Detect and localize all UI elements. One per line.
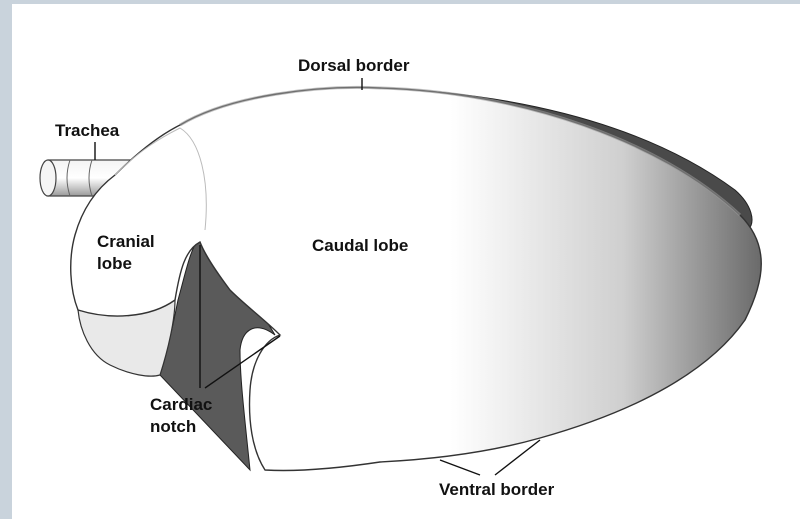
cardiac-notch-label: Cardiac notch (150, 394, 212, 438)
ventral-border-label: Ventral border (439, 479, 554, 501)
trachea-label: Trachea (55, 120, 119, 142)
cranial-lobe-label-line1: Cranial (97, 231, 155, 253)
dorsal-border-label: Dorsal border (298, 55, 409, 77)
cranial-lobe-label: Cranial lobe (97, 231, 155, 275)
cranial-lobe-label-line2: lobe (97, 253, 155, 275)
caudal-lobe-label: Caudal lobe (312, 235, 408, 257)
cardiac-notch-label-line1: Cardiac (150, 394, 212, 416)
ventral-border-leader-1 (440, 460, 480, 475)
cardiac-notch-label-line2: notch (150, 416, 212, 438)
